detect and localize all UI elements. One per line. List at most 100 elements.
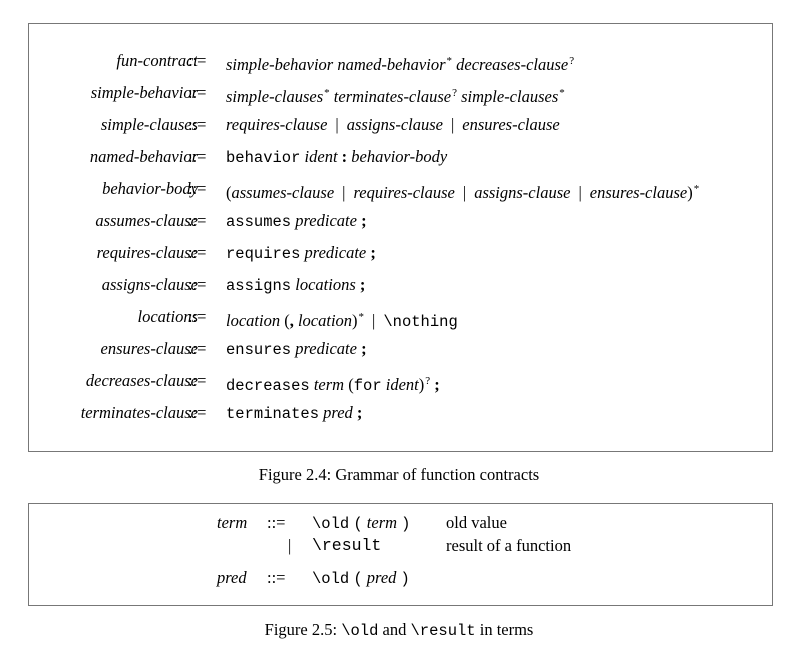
rhs-token: ident (385, 375, 419, 394)
rule-lhs: simple-clauses (100, 115, 198, 134)
rule-rhs: ensures predicate ; (226, 335, 367, 364)
grammar-rule: ensures-clause::=ensures predicate ; (29, 335, 774, 363)
grammar-rule: named-behavior::=behavior ident : behavi… (29, 143, 774, 171)
rhs-token: ident (304, 147, 338, 166)
rhs-token: ; (361, 211, 367, 230)
rhs-token: | (372, 311, 376, 330)
rhs-token: simple-behavior (226, 55, 334, 74)
rhs-token: pred (323, 403, 353, 422)
pred-arg: pred (366, 568, 397, 587)
rhs-token: , (289, 311, 294, 330)
caption-prefix: Figure 2.5: (264, 620, 342, 639)
rhs-token: terminates (226, 405, 320, 423)
rhs-token: simple-clauses (461, 87, 559, 106)
rule-rhs: behavior ident : behavior-body (226, 143, 447, 172)
result-desc: result of a function (446, 536, 572, 555)
grammar-rule: behavior-body::=(assumes-clause|requires… (29, 175, 774, 203)
rhs-token: ; (356, 403, 363, 422)
rhs-token: ( (280, 311, 290, 330)
rule-definition-symbol: ::= (188, 115, 207, 134)
rule-definition-symbol: ::= (188, 371, 207, 390)
rhs-token: decreases (226, 377, 310, 395)
caption-and: and (378, 620, 411, 639)
rule-rhs: requires-clause|assigns-clause|ensures-c… (226, 111, 560, 139)
caption-result: \result (410, 622, 476, 640)
rhs-token: \nothing (383, 313, 458, 331)
rule-definition-symbol: ::= (188, 147, 207, 166)
rhs-token: * (446, 55, 453, 67)
grammar-rule: decreases-clause::= decreases term (for i… (29, 367, 774, 395)
rule-lhs: decreases-clause (85, 371, 198, 390)
result-keyword: \result (312, 536, 382, 555)
rule-rhs: (assumes-clause|requires-clause|assigns-… (226, 175, 699, 207)
old-term-expr: \old ( term ) (312, 512, 410, 535)
rhs-token: named-behavior (337, 55, 446, 74)
rhs-token: * (559, 87, 565, 99)
rule-definition-symbol: ::= (188, 179, 207, 198)
rule-definition-symbol: ::= (188, 51, 207, 70)
rhs-token: predicate (295, 211, 357, 230)
rule-lhs: locations (137, 307, 199, 326)
rhs-token: location (226, 311, 281, 330)
rhs-token: ( (344, 375, 354, 394)
rhs-token: decreases-clause (456, 55, 569, 74)
rhs-token: : (341, 147, 348, 166)
rhs-token: behavior-body (351, 147, 448, 166)
rhs-token: predicate (304, 243, 367, 262)
rule-rhs: requires predicate ; (226, 239, 376, 268)
rule-definition-symbol: ::= (188, 307, 207, 326)
grammar-rule: requires-clause::= requires predicate ; (29, 239, 774, 267)
grammar-rule: assumes-clause::=assumes predicate ; (29, 207, 774, 235)
rule-lhs: simple-behavior (90, 83, 198, 102)
rule-lhs: terminates-clause (80, 403, 198, 422)
rhs-token: ? (425, 375, 431, 387)
rhs-token: * (324, 87, 330, 99)
rule-rhs: simple-clauses* terminates-clause? simpl… (226, 79, 565, 111)
rhs-token: | (342, 183, 346, 202)
rhs-token: behavior (226, 149, 301, 167)
grammar-rule: fun-contract::= simple-behavior named-beh… (29, 47, 774, 75)
rhs-token: assumes-clause (231, 183, 335, 202)
rhs-token: ensures (226, 341, 292, 359)
old-keyword: \old (312, 515, 350, 533)
rhs-token: * (358, 311, 365, 323)
rhs-token: | (462, 183, 467, 202)
rhs-token: ) (687, 183, 693, 202)
rule-definition-symbol: ::= (188, 83, 207, 102)
rhs-token: | (335, 115, 339, 134)
grammar-rule: simple-behavior::=simple-clauses* termin… (29, 79, 774, 107)
close-paren: ) (400, 570, 410, 588)
rule-definition-symbol: ::= (188, 243, 207, 262)
rhs-token: requires-clause (353, 183, 455, 202)
grammar-rule: simple-clauses::=requires-clause|assigns… (29, 111, 774, 139)
rhs-token: requires (226, 245, 301, 263)
rule-lhs: requires-clause (96, 243, 198, 262)
old-result-terms-box: term ::= \old ( term ) old value | \resu… (28, 503, 773, 606)
rhs-token: ensures-clause (462, 115, 560, 134)
rule-lhs: fun-contract (116, 51, 198, 70)
alt-bar: | (288, 536, 292, 555)
rule-lhs: assumes-clause (95, 211, 198, 230)
rhs-token: ? (569, 55, 575, 67)
rhs-token: | (450, 115, 455, 134)
rhs-token: ) (352, 311, 358, 330)
rule-rhs: decreases term (for ident)? ; (226, 367, 440, 400)
rule-rhs: terminates pred ; (226, 399, 362, 428)
rhs-token: requires-clause (226, 115, 328, 134)
caption-old: \old (341, 622, 379, 640)
rhs-token: ensures-clause (589, 183, 688, 202)
rhs-token: locations (295, 275, 356, 294)
term-lhs: term (217, 513, 248, 532)
old-pred-expr: \old ( pred ) (312, 567, 410, 590)
rhs-token: ; (361, 339, 367, 358)
rhs-token: location (297, 311, 353, 330)
rhs-token: for (353, 377, 382, 395)
rhs-token: term (313, 375, 345, 394)
function-contract-grammar-box: fun-contract::=simple-behavior named-beh… (28, 23, 773, 452)
grammar-rule: terminates-clause::=terminates pred ; (29, 399, 774, 427)
rhs-token: ? (452, 87, 457, 99)
rule-rhs: assumes predicate ; (226, 207, 367, 236)
rhs-token: assigns (226, 277, 292, 295)
rhs-token: predicate (295, 339, 357, 358)
caption-suffix: in terms (475, 620, 534, 639)
